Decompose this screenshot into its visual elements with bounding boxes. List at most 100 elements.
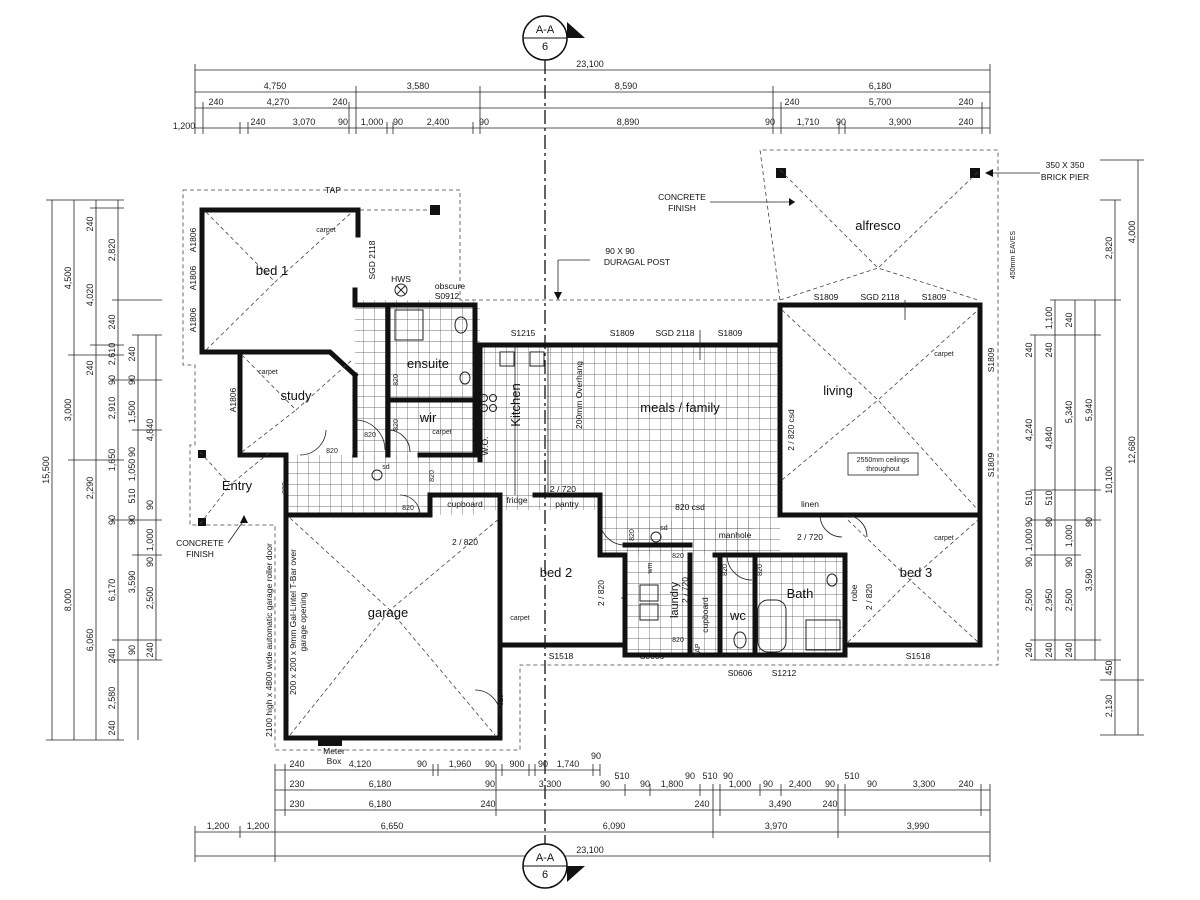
dim-left: 1,500: [127, 401, 137, 424]
dim-right: 90: [1024, 517, 1034, 527]
right-dimensions: 12,680 4,000 10,100 2,130 450 2,820 5,94…: [1024, 159, 1144, 736]
door-820: 820: [326, 448, 338, 455]
duragal-post-2: DURAGAL POST: [604, 257, 670, 267]
window-s0606: S0606: [640, 651, 665, 661]
room-cupboard-laundry: cupboard: [700, 597, 710, 633]
door-820: 820: [722, 564, 729, 576]
section-label: A-A: [536, 852, 555, 864]
dim-left: 4,840: [145, 419, 155, 442]
robe-door-bed3: 2 / 820: [864, 584, 874, 610]
dim-right: 90: [1024, 557, 1034, 567]
dim-top: 90: [836, 117, 846, 127]
dim-bottom: 90: [685, 771, 695, 781]
dim-right: 90: [1084, 517, 1094, 527]
dim-top: 3,580: [407, 81, 430, 91]
dim-left: 240: [107, 314, 117, 329]
dim-left: 240: [85, 216, 95, 231]
door-laundry: 2 / 720: [680, 577, 690, 603]
dim-bottom: 240: [822, 799, 837, 809]
dim-right: 2,500: [1064, 589, 1074, 612]
dim-top: 2,400: [427, 117, 450, 127]
room-bed3: bed 3: [900, 565, 933, 580]
dim-right: 10,100: [1104, 466, 1114, 494]
garage-door-note: 2100 high x 4800 wide automatic garage r…: [264, 543, 274, 737]
tap-label: TAP: [325, 185, 341, 195]
room-living: living: [823, 383, 853, 398]
dim-right: 240: [1024, 642, 1034, 657]
carpet-wir: carpet: [432, 429, 452, 436]
annotations: TAP carpet carpet carpet carpet carpet c…: [176, 160, 1089, 766]
room-pantry: pantry: [555, 499, 579, 509]
room-bath: Bath: [787, 586, 814, 601]
robe-door-bed2: 2 / 820: [596, 580, 606, 606]
dim-right: 1,000: [1064, 525, 1074, 548]
door-820: 820: [282, 482, 289, 494]
manhole-label: manhole: [719, 530, 752, 540]
dim-bottom: 90: [867, 779, 877, 789]
dim-left: 2,500: [145, 587, 155, 610]
dim-bottom: 1,740: [557, 759, 580, 769]
dim-bottom: 240: [480, 799, 495, 809]
dim-left: 2,610: [107, 343, 117, 366]
window-s1809: S1809: [718, 328, 743, 338]
dim-left: 6,060: [85, 629, 95, 652]
dim-bottom: 90: [417, 759, 427, 769]
door-linen: 2 / 720: [797, 532, 823, 542]
dim-right: 510: [1024, 490, 1034, 505]
dim-right: 5,340: [1064, 401, 1074, 424]
top-dimensions: 23,100 4,750 3,580 8,590 6,180 240 4,270…: [173, 59, 991, 134]
dim-top: 1,200: [173, 121, 196, 131]
dim-right: 2,820: [1104, 237, 1114, 260]
dim-top: 240: [250, 117, 265, 127]
walls: [198, 168, 983, 741]
dim-top: 1,000: [361, 117, 384, 127]
dim-left-overall: 15,500: [41, 456, 51, 484]
dim-bottom: 6,090: [603, 821, 626, 831]
dim-bottom: 3,990: [907, 821, 930, 831]
dim-right: 90: [1044, 517, 1054, 527]
section-sheet: 6: [542, 41, 548, 53]
concrete-finish-entry-1: CONCRETE: [176, 538, 224, 548]
window-s1809: S1809: [986, 452, 996, 477]
door-820: 820: [402, 505, 414, 512]
dim-left: 90: [145, 500, 155, 510]
room-alfresco: alfresco: [855, 218, 901, 233]
dim-right: 4,000: [1127, 221, 1137, 244]
dim-top: 240: [208, 97, 223, 107]
carpet-bed3: carpet: [934, 535, 954, 542]
dim-top: 90: [393, 117, 403, 127]
room-cupboard: cupboard: [447, 499, 483, 509]
dim-bottom: 90: [485, 759, 495, 769]
section-line: A-A 6 A-A 6: [522, 15, 585, 889]
dim-left: 3,590: [127, 571, 137, 594]
dim-bottom: 240: [958, 779, 973, 789]
section-label: A-A: [536, 24, 555, 36]
wall-oven-label: W.O.: [480, 437, 490, 456]
room-meals-family: meals / family: [640, 400, 720, 415]
fixtures: [318, 283, 906, 746]
dim-bottom: 510: [702, 771, 717, 781]
dim-bottom: 230: [289, 799, 304, 809]
dim-right: 3,590: [1084, 569, 1094, 592]
dim-bottom: 6,180: [369, 799, 392, 809]
obscure-label: obscure: [435, 281, 466, 291]
brick-pier-1: 350 X 350: [1046, 160, 1085, 170]
room-linen: linen: [801, 499, 819, 509]
dim-bottom: 510: [614, 771, 629, 781]
room-wir: wir: [419, 410, 437, 425]
window-s1809: S1809: [986, 347, 996, 372]
dim-top: 3,900: [889, 117, 912, 127]
room-robe-bed3: robe: [849, 584, 859, 601]
concrete-finish-alfresco-2: FINISH: [668, 203, 696, 213]
garage-lintel-note-1: 200 x 200 x 9mm Gal-Lintel T-Bar over: [288, 549, 298, 695]
dim-left: 90: [127, 515, 137, 525]
dim-right: 1,000: [1024, 529, 1034, 552]
room-fridge: fridge: [506, 495, 528, 505]
left-dimensions: 15,500 4,500 3,000 8,000 240 4,020 240 2…: [41, 199, 162, 741]
window-a1806: A1806: [188, 227, 198, 252]
dim-bottom: 1,000: [729, 779, 752, 789]
dim-bottom: 1,200: [207, 821, 230, 831]
dim-right: 510: [1044, 490, 1054, 505]
dim-left: 4,500: [63, 267, 73, 290]
dim-left: 510: [127, 488, 137, 503]
